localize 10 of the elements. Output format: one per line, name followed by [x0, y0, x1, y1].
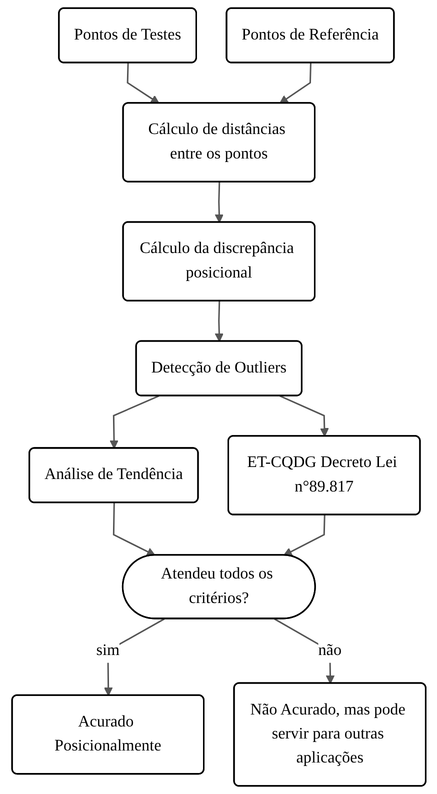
arrow: [126, 63, 160, 104]
edge-label: não: [318, 642, 342, 659]
arrow: [214, 301, 224, 342]
arrow: [112, 502, 156, 556]
edge-label: sim: [96, 642, 120, 659]
arrow: [214, 182, 224, 223]
arrow: [109, 395, 159, 449]
arrow: [282, 515, 325, 556]
arrow: [279, 395, 328, 437]
arrow: [278, 63, 312, 104]
